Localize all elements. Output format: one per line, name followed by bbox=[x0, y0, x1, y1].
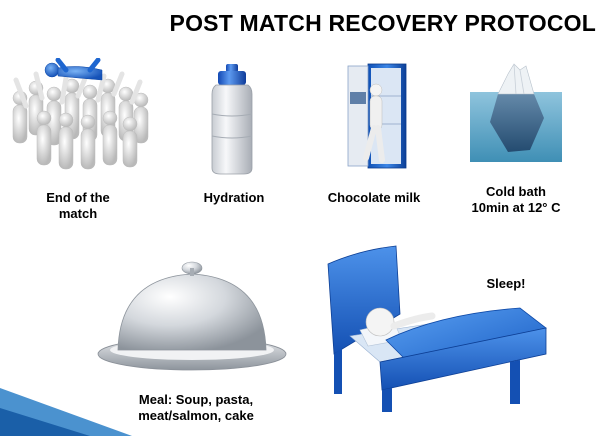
step-chocolate-milk-label: Chocolate milk bbox=[327, 190, 421, 205]
step-meal-label: Meal: Soup, pasta, meat/salmon, cake bbox=[126, 392, 266, 424]
step-cold-bath-label: Cold bath 10min at 12° C bbox=[464, 184, 568, 216]
step-sleep-label: Sleep! bbox=[486, 276, 526, 291]
water-bottle-icon bbox=[211, 64, 253, 175]
fridge-icon bbox=[347, 63, 407, 169]
step-hydration-label: Hydration bbox=[203, 190, 265, 205]
step-line: meat/salmon, cake bbox=[138, 408, 254, 423]
iceberg-icon bbox=[470, 63, 562, 162]
step-line: End of the bbox=[46, 190, 110, 205]
step-line: 10min at 12° C bbox=[471, 200, 561, 215]
food-cloche-icon bbox=[97, 261, 287, 371]
step-line: match bbox=[58, 206, 98, 221]
step-line: Cold bath bbox=[486, 184, 546, 199]
page-title: POST MATCH RECOVERY PROTOCOL bbox=[169, 10, 596, 36]
step-line: Meal: Soup, pasta, bbox=[138, 392, 254, 407]
bed-icon bbox=[327, 245, 547, 412]
step-end-of-match-label: End of the match bbox=[28, 190, 128, 222]
crowd-celebration-icon bbox=[12, 58, 149, 170]
corner-decoration bbox=[0, 388, 132, 436]
